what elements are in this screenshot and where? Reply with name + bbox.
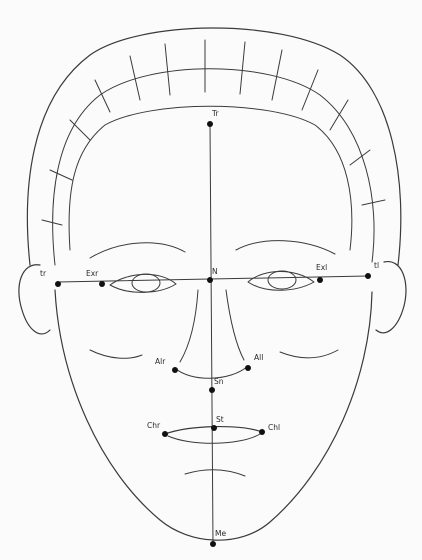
landmark-label-me: Me (215, 529, 226, 538)
reference-lines (58, 124, 368, 544)
landmark-label-chl: Chl (268, 423, 280, 432)
landmark-label-sn: Sn (214, 377, 224, 386)
landmark-label-exl: Exl (316, 263, 327, 272)
landmark-point-st (211, 425, 217, 431)
landmark-point-exl (317, 277, 323, 283)
landmark-label-tr: Tr (211, 109, 219, 118)
landmark-label-n: N (212, 267, 218, 276)
landmark-point-me (210, 541, 216, 547)
landmark-point-n (207, 277, 213, 283)
landmark-label-exr: Exr (86, 269, 99, 278)
landmark-point-tr (207, 121, 213, 127)
landmark-label-tr-r: tr (40, 269, 47, 278)
vertical-midline (210, 124, 213, 544)
face-contour (55, 290, 372, 540)
hair-outline (27, 28, 400, 265)
landmark-point-tl (365, 273, 371, 279)
landmark-point-all (245, 365, 251, 371)
landmark-label-all: All (254, 353, 263, 362)
landmark-point-exr (99, 281, 105, 287)
landmark-points: TrN Exr Exl tr tlAlr AllSnChr StChlMe (40, 109, 379, 547)
landmark-label-st: St (216, 415, 224, 424)
landmark-label-tl: tl (374, 261, 379, 270)
cheek-lines (90, 350, 338, 358)
landmark-point-sn (209, 387, 215, 393)
landmark-label-chr: Chr (147, 421, 161, 430)
landmark-point-chr (162, 431, 168, 437)
landmark-point-tr-r (55, 281, 61, 287)
landmark-point-alr (172, 367, 178, 373)
eyebrows (90, 241, 335, 258)
mouth (165, 427, 262, 476)
landmark-point-chl (259, 429, 265, 435)
landmark-label-alr: Alr (155, 357, 166, 366)
